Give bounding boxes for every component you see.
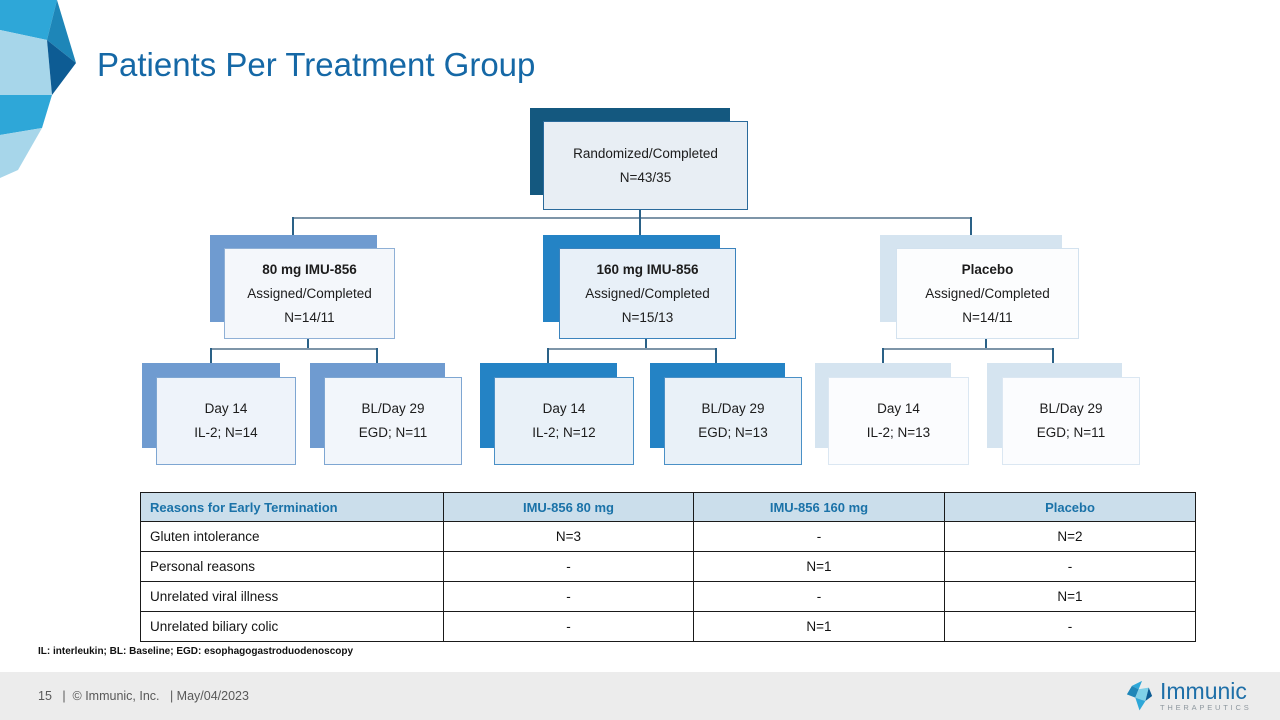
table-cell: -: [944, 611, 1196, 642]
node-leaf-80mg-bl: BL/Day 29 EGD; N=11: [324, 377, 462, 465]
table-cell: N=2: [944, 521, 1196, 552]
table-cell: -: [944, 551, 1196, 582]
page-title: Patients Per Treatment Group: [97, 46, 536, 83]
table-header-reasons: Reasons for Early Termination: [140, 492, 444, 522]
node-randomized: Randomized/Completed N=43/35: [543, 121, 748, 210]
gem-logo-icon: [1126, 680, 1153, 711]
table-header-row: Reasons for Early Termination IMU-856 80…: [140, 492, 1196, 522]
connector-line: [970, 217, 972, 236]
node-text: Assigned/Completed: [925, 285, 1050, 301]
table-cell: N=1: [944, 581, 1196, 612]
node-text: EGD; N=11: [358, 425, 428, 440]
node-group-160mg: 160 mg IMU-856 Assigned/Completed N=15/1…: [559, 248, 736, 339]
logo-name: Immunic: [1160, 678, 1247, 704]
node-text: N=15/13: [621, 309, 674, 325]
node-group-80mg: 80 mg IMU-856 Assigned/Completed N=14/11: [224, 248, 395, 339]
table-header-80mg: IMU-856 80 mg: [443, 492, 694, 522]
table-row: Gluten intolerance N=3 - N=2: [140, 521, 1196, 552]
table-row: Unrelated viral illness - - N=1: [140, 581, 1196, 612]
connector-line: [882, 348, 884, 364]
logo-subtitle: THERAPEUTICS: [1160, 703, 1252, 712]
node-leaf-80mg-day14: Day 14 IL-2; N=14: [156, 377, 296, 465]
table-row: Unrelated biliary colic - N=1 -: [140, 611, 1196, 642]
node-leaf-160mg-bl: BL/Day 29 EGD; N=13: [664, 377, 802, 465]
table-header-placebo: Placebo: [944, 492, 1196, 522]
node-text: Day 14: [877, 401, 920, 416]
connector-line: [210, 348, 212, 364]
node-text: 80 mg IMU-856: [262, 261, 357, 277]
connector-line: [376, 348, 378, 364]
connector-line: [307, 337, 309, 349]
node-text: IL-2; N=14: [194, 425, 258, 440]
table-cell: -: [693, 581, 945, 612]
table-header-160mg: IMU-856 160 mg: [693, 492, 945, 522]
node-text: N=14/11: [284, 309, 335, 325]
connector-line: [210, 348, 378, 350]
table-cell: N=3: [443, 521, 694, 552]
connector-line: [985, 337, 987, 349]
node-text: EGD; N=13: [698, 425, 768, 440]
table-cell: -: [693, 521, 945, 552]
node-text: N=14/11: [962, 309, 1013, 325]
node-text: Placebo: [961, 261, 1014, 277]
table-cell: Personal reasons: [140, 551, 444, 582]
corner-gem-logo-icon: [0, 0, 76, 178]
connector-line: [715, 348, 717, 364]
connector-line: [1052, 348, 1054, 364]
connector-line: [292, 217, 294, 236]
node-text: IL-2; N=12: [532, 425, 596, 440]
node-text: Randomized/Completed: [573, 145, 718, 161]
node-text: IL-2; N=13: [866, 425, 931, 440]
footer-text: 15 | © Immunic, Inc. | May/04/2023: [38, 689, 249, 703]
abbreviations-footnote: IL: interleukin; BL: Baseline; EGD: esop…: [38, 646, 354, 657]
connector-line: [292, 217, 972, 219]
table-cell: -: [443, 611, 694, 642]
connector-line: [547, 348, 549, 364]
node-text: 160 mg IMU-856: [596, 261, 699, 277]
company-logo: Immunic THERAPEUTICS: [1126, 680, 1252, 712]
table-cell: -: [443, 581, 694, 612]
node-leaf-placebo-bl: BL/Day 29 EGD; N=11: [1002, 377, 1140, 465]
table-cell: Unrelated biliary colic: [140, 611, 444, 642]
node-text: BL/Day 29: [701, 401, 765, 416]
node-text: Assigned/Completed: [247, 285, 372, 301]
node-text: N=43/35: [619, 169, 672, 185]
node-leaf-placebo-day14: Day 14 IL-2; N=13: [828, 377, 969, 465]
node-text: EGD; N=11: [1036, 425, 1106, 440]
connector-line: [547, 348, 717, 350]
node-text: Assigned/Completed: [585, 285, 710, 301]
table-cell: N=1: [693, 551, 945, 582]
node-text: Day 14: [542, 401, 586, 416]
connector-line: [645, 337, 647, 349]
table-cell: N=1: [693, 611, 945, 642]
connector-line: [639, 217, 641, 236]
node-group-placebo: Placebo Assigned/Completed N=14/11: [896, 248, 1079, 339]
table-cell: -: [443, 551, 694, 582]
node-leaf-160mg-day14: Day 14 IL-2; N=12: [494, 377, 634, 465]
table-cell: Unrelated viral illness: [140, 581, 444, 612]
connector-line: [882, 348, 1054, 350]
early-termination-table: Reasons for Early Termination IMU-856 80…: [140, 492, 1196, 642]
node-text: Day 14: [204, 401, 248, 416]
table-cell: Gluten intolerance: [140, 521, 444, 552]
node-text: BL/Day 29: [361, 401, 425, 416]
connector-line: [639, 206, 641, 218]
footer-bar: 15 | © Immunic, Inc. | May/04/2023 Immun…: [0, 672, 1280, 720]
table-row: Personal reasons - N=1 -: [140, 551, 1196, 582]
node-text: BL/Day 29: [1039, 401, 1103, 416]
